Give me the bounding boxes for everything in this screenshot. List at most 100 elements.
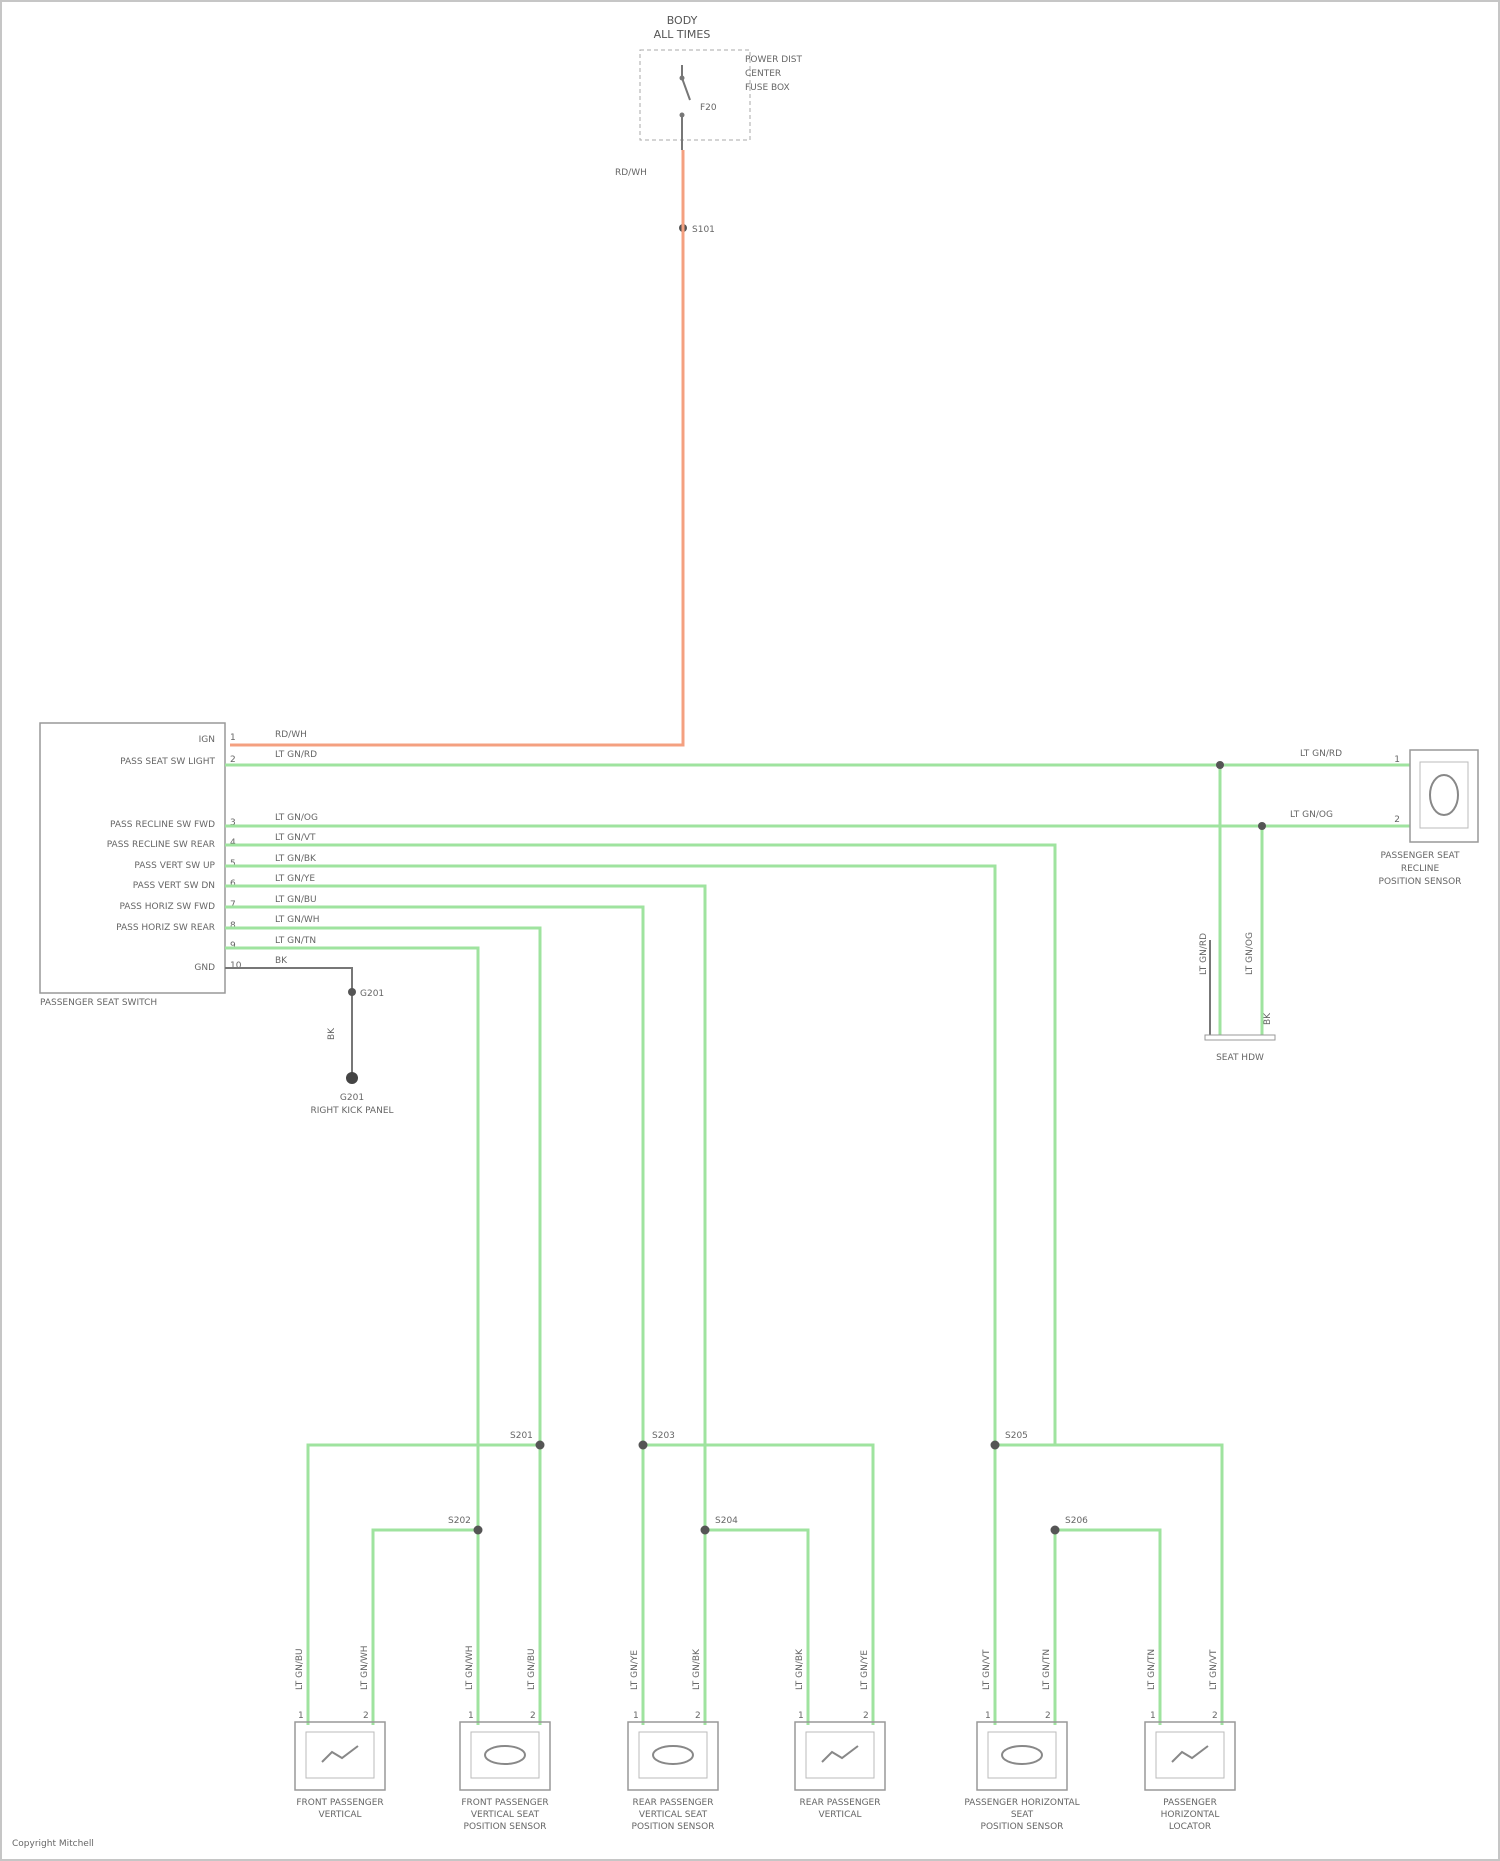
- fuse-block-title-2: ALL TIMES: [654, 28, 711, 41]
- splice-s203: [639, 1441, 648, 1450]
- splice-s201: [536, 1441, 545, 1450]
- component-name-line-1: REAR PASSENGER: [633, 1798, 714, 1808]
- wire-label-8: LT GN/WH: [275, 915, 320, 925]
- plug-junction-2: [1258, 822, 1266, 830]
- locator-icon: [1172, 1746, 1208, 1762]
- splice-s101-label: S101: [692, 225, 715, 235]
- component-name-line-3: LOCATOR: [1169, 1822, 1211, 1832]
- component-pin-1: 1: [633, 1711, 639, 1721]
- component-pin-2: 2: [1212, 1711, 1218, 1721]
- wire-label-10: BK: [275, 956, 288, 966]
- recline-name-3: POSITION SENSOR: [1379, 877, 1462, 887]
- splice-s203-label: S203: [652, 1431, 675, 1441]
- component-wire-label-1: LT GN/WH: [465, 1645, 475, 1690]
- splices: S201 S202 S203 S204 S205 S206: [448, 1431, 1088, 1535]
- wire-recline-rear: [225, 845, 1055, 1445]
- switch-pin-label-7: PASS HORIZ SW FWD: [119, 902, 215, 912]
- component-wire-label-1: LT GN/BU: [295, 1648, 305, 1690]
- splice-s202-label: S202: [448, 1516, 471, 1526]
- ground-wire-label: BK: [327, 1027, 337, 1040]
- recline-sensor: 1 2 LT GN/RD LT GN/OG PASSENGER SEAT REC…: [1290, 749, 1478, 887]
- wire-vert-dn: [225, 886, 705, 1530]
- component-pin-2: 2: [1045, 1711, 1051, 1721]
- switch-pin-label-2: PASS SEAT SW LIGHT: [120, 757, 215, 767]
- branch-s206: [1055, 1530, 1160, 1725]
- switch-pin-label-1: IGN: [199, 735, 215, 745]
- ground-splice: [348, 988, 356, 996]
- component-inner: [471, 1732, 539, 1778]
- component-name-line-2: SEAT: [1011, 1810, 1034, 1820]
- splice-s204-label: S204: [715, 1516, 738, 1526]
- component-wire-label-2: LT GN/VT: [1209, 1649, 1219, 1690]
- component-inner: [1156, 1732, 1224, 1778]
- recline-pin-bottom: 2: [1394, 815, 1400, 825]
- plug-name: SEAT HDW: [1216, 1053, 1264, 1063]
- wire-label-2: LT GN/RD: [275, 750, 317, 760]
- sensor-icon: [1430, 775, 1458, 815]
- splice-s206: [1051, 1526, 1060, 1535]
- seat-hdw-plug: LT GN/RD LT GN/OG BK SEAT HDW: [1199, 932, 1275, 1063]
- sensor-icon: [1002, 1746, 1042, 1764]
- passenger-seat-switch: PASSENGER SEAT SWITCH IGN PASS SEAT SW L…: [40, 723, 225, 1008]
- copyright-text: Copyright Mitchell: [12, 1839, 94, 1849]
- switch-pin-label-9: GND: [194, 963, 215, 973]
- component-wire-label-2: LT GN/BK: [692, 1648, 702, 1690]
- component-name-line-1: PASSENGER: [1163, 1798, 1217, 1808]
- ground-title-1: G201: [340, 1093, 364, 1103]
- plug-wire-1: LT GN/RD: [1199, 933, 1209, 975]
- component-name-line-1: PASSENGER HORIZONTAL: [964, 1798, 1079, 1808]
- branch-s205: [995, 1445, 1222, 1725]
- component-inner: [639, 1732, 707, 1778]
- branch-s203: [643, 1445, 873, 1725]
- fuse-wire-label: RD/WH: [615, 168, 647, 178]
- component-pin-2: 2: [363, 1711, 369, 1721]
- switch-pin-numbers: 1 2 3 4 5 6 7 8 9 10: [230, 733, 242, 971]
- wire-label-1: RD/WH: [275, 730, 307, 740]
- wire-vert-up: [225, 866, 995, 1445]
- ground-wire: [225, 968, 352, 1075]
- sensor-icon: [653, 1746, 693, 1764]
- fuse-side-label-2: CENTER: [745, 69, 781, 79]
- component-pin-2: 2: [695, 1711, 701, 1721]
- component-pin-1: 1: [468, 1711, 474, 1721]
- splice-s205: [991, 1441, 1000, 1450]
- component-name-line-2: VERTICAL SEAT: [639, 1810, 708, 1820]
- branch-s204: [705, 1530, 808, 1725]
- locator-icon: [322, 1746, 358, 1762]
- component-name-line-3: POSITION SENSOR: [632, 1822, 715, 1832]
- splice-s205-label: S205: [1005, 1431, 1028, 1441]
- splice-s204: [701, 1526, 710, 1535]
- component-name-line-1: REAR PASSENGER: [800, 1798, 881, 1808]
- fuse-block-outline: [640, 50, 750, 140]
- recline-name-2: RECLINE: [1401, 864, 1440, 874]
- recline-wire-bottom: LT GN/OG: [1290, 810, 1333, 820]
- power-wire: [230, 150, 683, 745]
- pin-number-10: 10: [230, 961, 242, 971]
- bottom-component-2: 1 LT GN/WH 2 LT GN/BU FRONT PASSENGER VERTICA…: [460, 1645, 550, 1832]
- plug-junction-1: [1216, 761, 1224, 769]
- component-wire-label-2: LT GN/BU: [527, 1648, 537, 1690]
- recline-pin-top: 1: [1394, 755, 1400, 765]
- ground-splice-label: G201: [360, 989, 384, 999]
- component-name-line-3: POSITION SENSOR: [464, 1822, 547, 1832]
- component-inner: [988, 1732, 1056, 1778]
- component-name-line-2: VERTICAL: [318, 1810, 361, 1820]
- fuse-block-title-1: BODY: [667, 14, 698, 27]
- signal-wires: [225, 765, 1410, 1725]
- component-name-line-3: POSITION SENSOR: [981, 1822, 1064, 1832]
- branch-s202: [373, 1530, 478, 1725]
- wire-horiz-fwd: [225, 907, 643, 1445]
- component-wire-label-1: LT GN/YE: [630, 1650, 640, 1690]
- branch-s201: [308, 1445, 540, 1725]
- recline-wire-top: LT GN/RD: [1300, 749, 1342, 759]
- component-name-line-1: FRONT PASSENGER: [461, 1798, 548, 1808]
- component-pin-2: 2: [530, 1711, 536, 1721]
- component-pin-1: 1: [298, 1711, 304, 1721]
- switch-module-name: PASSENGER SEAT SWITCH: [40, 998, 157, 1008]
- switch-pin-label-6: PASS VERT SW DN: [133, 881, 215, 891]
- switch-pin-label-4: PASS RECLINE SW REAR: [107, 840, 215, 850]
- component-name-line-2: VERTICAL SEAT: [471, 1810, 540, 1820]
- component-wire-label-2: LT GN/TN: [1042, 1649, 1052, 1690]
